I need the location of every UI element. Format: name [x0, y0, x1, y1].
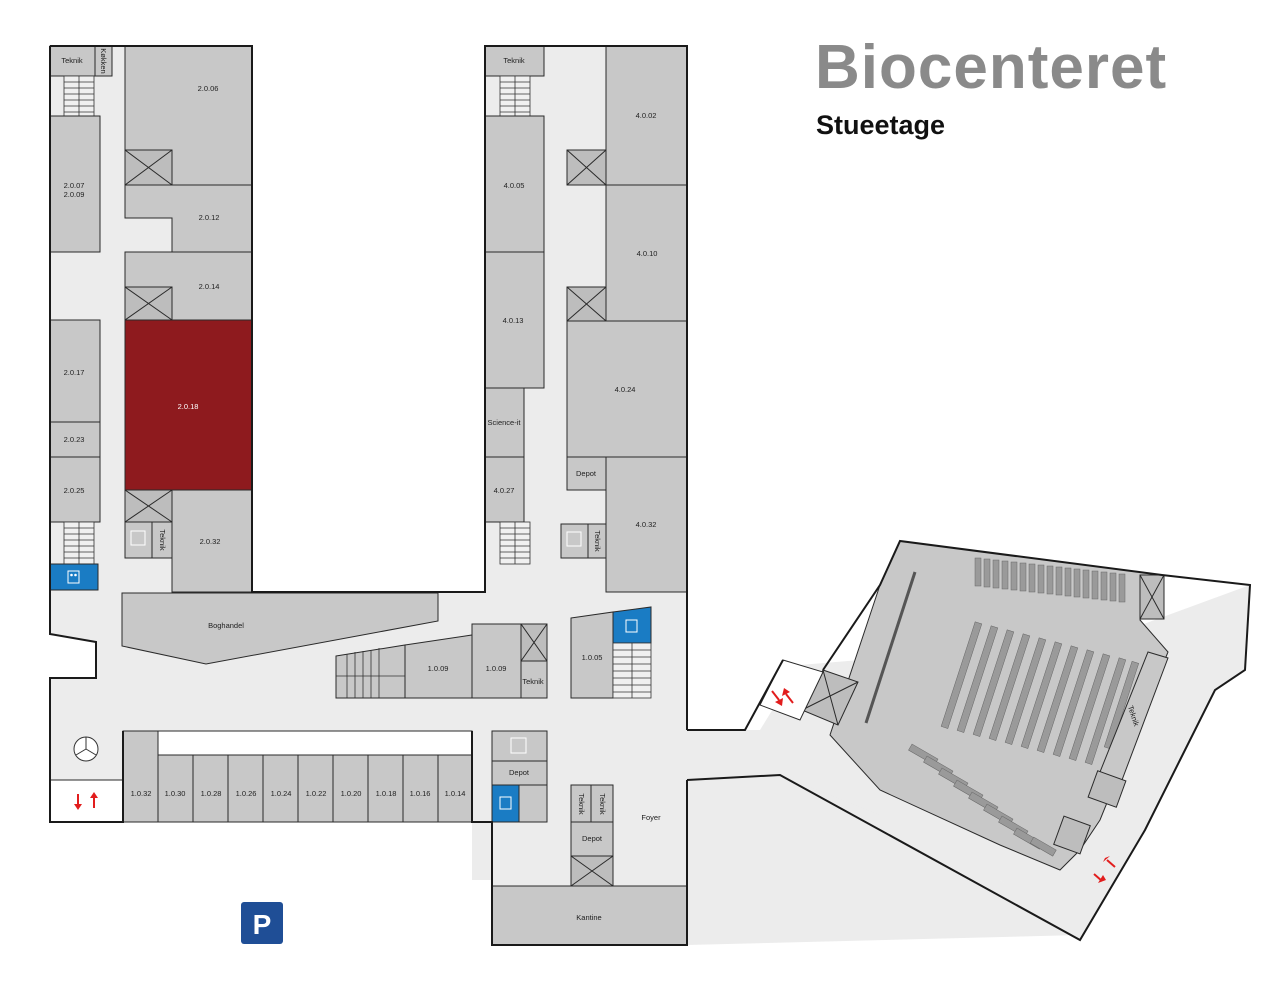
room-1-0-32: [122, 730, 159, 823]
room-1-0-16: [402, 754, 439, 823]
elevator-icon[interactable]: [491, 730, 548, 762]
room-2-0-17: [49, 319, 101, 423]
room-teknik-b-label: Teknik: [158, 529, 167, 551]
bottom-room-row: 1.0.32 1.0.30 1.0.28 1.0.26 1.0.24 1.0.2…: [122, 730, 473, 823]
right-wing: Teknik 4.0.02 4.0.05 4.0.10 4.0.13 4.0.2…: [484, 45, 688, 593]
auditorium-seats: [908, 557, 1140, 857]
room-1-0-09-a-label: 1.0.09: [428, 664, 449, 673]
room-teknik-d-label: Teknik: [593, 530, 602, 552]
room-1-0-05-label: 1.0.05: [582, 653, 603, 662]
room-4-0-27-label: 4.0.27: [494, 486, 515, 495]
room-teknik-d: [587, 523, 607, 559]
room-depot-c: [570, 821, 614, 857]
room-1-0-24-label: 1.0.24: [271, 789, 292, 798]
room-2-0-23-label: 2.0.23: [64, 435, 85, 444]
parking-label: P: [253, 909, 272, 940]
room-2-0-17-label: 2.0.17: [64, 368, 85, 377]
room-teknik-f-label: Teknik: [577, 793, 586, 815]
room-2-0-32-label: 2.0.32: [200, 537, 221, 546]
elevator-icon[interactable]: [124, 521, 153, 559]
stairs-icon: [63, 75, 95, 117]
revolving-door-icon: [73, 736, 99, 762]
stairs-icon: [499, 75, 531, 117]
room-2-0-07-label: 2.0.07: [64, 181, 85, 190]
room-teknik-c-label: Teknik: [503, 56, 525, 65]
room-1-0-26-label: 1.0.26: [236, 789, 257, 798]
foyer-label: Foyer: [641, 813, 661, 822]
room-2-0-23: [49, 421, 101, 458]
auditorium: Teknik: [759, 540, 1169, 871]
elevator-icon[interactable]: [491, 784, 520, 823]
room-depot-b-label: Depot: [509, 768, 530, 777]
room-kokken-label: Køkken: [99, 48, 108, 73]
map-title: Biocenteret: [815, 33, 1167, 102]
room-2-0-09-label: 2.0.09: [64, 190, 85, 199]
room-1-0-18: [367, 754, 404, 823]
room-1-0-30-label: 1.0.30: [165, 789, 186, 798]
room-2-0-14-label: 2.0.14: [199, 282, 220, 291]
room-science-it: [484, 387, 525, 458]
room-1-0-14: [437, 754, 473, 823]
room-depot-a-label: Depot: [576, 469, 597, 478]
room-depot-c-label: Depot: [582, 834, 603, 843]
stairs-icon: [499, 521, 531, 565]
stairs-icon: [612, 642, 652, 699]
parking-icon: [241, 902, 283, 944]
room-4-0-10: [605, 184, 688, 322]
room-depot-b: [491, 760, 548, 786]
outer-walls: [49, 45, 1252, 946]
room-4-0-05-label: 4.0.05: [504, 181, 525, 190]
room-4-0-32: [605, 456, 688, 593]
room-1-0-18-label: 1.0.18: [376, 789, 397, 798]
room-2-0-12-label: 2.0.12: [199, 213, 220, 222]
room-science-it-label: Science-it: [488, 418, 522, 427]
entrance-arrows-icon: [74, 792, 98, 810]
room-4-0-24: [566, 320, 688, 458]
room-kantine: [491, 885, 688, 946]
room-4-0-24-label: 4.0.24: [615, 385, 636, 394]
room-4-0-13-label: 4.0.13: [503, 316, 524, 325]
room-kantine-label: Kantine: [576, 913, 601, 922]
room-1-0-09-b: [471, 623, 522, 699]
room-4-0-32-label: 4.0.32: [636, 520, 657, 529]
room-1-0-09-b-label: 1.0.09: [486, 664, 507, 673]
room-1-0-14-label: 1.0.14: [445, 789, 466, 798]
room-teknik-g-label: Teknik: [598, 793, 607, 815]
room-1-0-28-label: 1.0.28: [201, 789, 222, 798]
stairs-icon: [63, 521, 95, 565]
room-depot-a: [566, 456, 607, 491]
lower-middle: Depot Teknik Teknik Depot Foyer Kantine: [491, 730, 688, 946]
room-1-0-22-label: 1.0.22: [306, 789, 327, 798]
room-1-0-28: [192, 754, 229, 823]
room-4-0-13: [484, 251, 545, 389]
room-teknik-e-label: Teknik: [522, 677, 544, 686]
room-1-0-22: [297, 754, 334, 823]
room-2-0-18-label: 2.0.18: [178, 402, 199, 411]
room-1-0-32-label: 1.0.32: [131, 789, 152, 798]
elevator-icon[interactable]: [49, 563, 99, 591]
room-1-0-20-label: 1.0.20: [341, 789, 362, 798]
room-4-0-02-label: 4.0.02: [636, 111, 657, 120]
central-block: 1.0.09 1.0.09 Teknik 1.0.05: [335, 606, 652, 699]
entrance-arrows-icon: [771, 688, 794, 706]
room-4-0-27: [484, 456, 525, 523]
room-teknik-b: [151, 521, 173, 559]
entrance-arrows-icon: [1093, 856, 1116, 883]
room-1-0-16-label: 1.0.16: [410, 789, 431, 798]
elevator-icon[interactable]: [612, 606, 652, 644]
room-2-0-32: [171, 489, 253, 593]
room-2-0-07: [49, 115, 101, 253]
room-2-0-18-highlight[interactable]: [124, 319, 253, 491]
room-2-0-25-label: 2.0.25: [64, 486, 85, 495]
map-subtitle: Stueetage: [816, 110, 945, 140]
left-wing: Teknik Køkken 2.0.06 2.0.07 2.0.09 2.0.1…: [49, 45, 253, 593]
room-4-0-10-label: 4.0.10: [637, 249, 658, 258]
elevator-icon[interactable]: [560, 523, 589, 559]
room-2-0-06-label: 2.0.06: [198, 84, 219, 93]
room-boghandel-label: Boghandel: [208, 621, 244, 630]
room-teknik-a-label: Teknik: [61, 56, 83, 65]
